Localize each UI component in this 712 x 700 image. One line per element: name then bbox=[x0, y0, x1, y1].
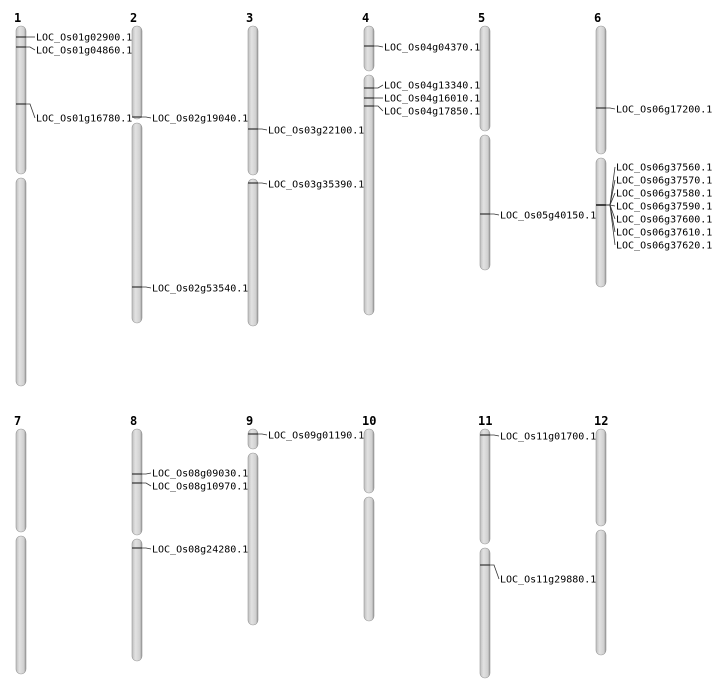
gene-connector bbox=[258, 433, 268, 436]
gene-label: LOC_Os02g53540.1 bbox=[152, 284, 248, 295]
chromosome-short-arm bbox=[131, 428, 143, 536]
chromosome-long-arm bbox=[363, 74, 375, 316]
chromosome-number: 6 bbox=[594, 11, 601, 25]
gene-label: LOC_Os06g37610.1 bbox=[616, 228, 712, 239]
gene-connector bbox=[490, 434, 500, 437]
gene-label: LOC_Os08g24280.1 bbox=[152, 545, 248, 556]
chromosome-long-arm bbox=[363, 496, 375, 622]
gene-label: LOC_Os11g01700.1 bbox=[500, 432, 596, 443]
chromosome-short-arm bbox=[595, 25, 607, 155]
chromosome-long-arm bbox=[15, 535, 27, 675]
chromosome-number: 11 bbox=[478, 414, 492, 428]
chromosome-number: 7 bbox=[14, 414, 21, 428]
chromosome-number: 10 bbox=[362, 414, 376, 428]
chromosome-8: 8LOC_Os08g09030.1LOC_Os08g10970.1LOC_Os0… bbox=[130, 414, 248, 662]
gene-connector bbox=[258, 128, 268, 131]
gene-label: LOC_Os06g37600.1 bbox=[616, 215, 712, 226]
gene-label: LOC_Os02g19040.1 bbox=[152, 114, 248, 125]
gene-label: LOC_Os04g16010.1 bbox=[384, 94, 480, 105]
gene-label: LOC_Os05g40150.1 bbox=[500, 211, 596, 222]
chromosome-short-arm bbox=[247, 25, 259, 176]
chromosome-number: 8 bbox=[130, 414, 137, 428]
chromosome-number: 5 bbox=[478, 11, 485, 25]
gene-label: LOC_Os06g17200.1 bbox=[616, 105, 712, 116]
chromosome-short-arm bbox=[363, 428, 375, 494]
chromosome-number: 9 bbox=[246, 414, 253, 428]
gene-label: LOC_Os06g37620.1 bbox=[616, 241, 712, 252]
gene-connector bbox=[142, 482, 152, 487]
chromosome-number: 4 bbox=[362, 11, 369, 25]
gene-connector bbox=[490, 213, 500, 216]
gene-connector bbox=[374, 105, 384, 112]
chromosome-short-arm bbox=[15, 25, 27, 175]
chromosome-long-arm bbox=[15, 177, 27, 387]
gene-label: LOC_Os04g17850.1 bbox=[384, 107, 480, 118]
chromosome-long-arm bbox=[595, 529, 607, 656]
gene-connector bbox=[490, 564, 500, 580]
gene-label: LOC_Os06g37580.1 bbox=[616, 189, 712, 200]
chromosome-short-arm bbox=[595, 428, 607, 527]
chromosome-7: 7 bbox=[14, 414, 27, 675]
gene-label: LOC_Os06g37560.1 bbox=[616, 163, 712, 174]
chromosome-6: 6LOC_Os06g17200.1LOC_Os06g37560.1LOC_Os0… bbox=[594, 11, 712, 288]
gene-label: LOC_Os01g16780.1 bbox=[36, 114, 132, 125]
gene-connector bbox=[258, 182, 268, 185]
gene-connector bbox=[606, 179, 616, 206]
gene-label: LOC_Os08g09030.1 bbox=[152, 469, 248, 480]
chromosome-long-arm bbox=[247, 452, 259, 626]
chromosome-short-arm bbox=[479, 428, 491, 545]
chromosome-long-arm bbox=[479, 547, 491, 679]
gene-connector bbox=[26, 46, 36, 51]
gene-label: LOC_Os01g02900.1 bbox=[36, 33, 132, 44]
chromosome-short-arm bbox=[131, 25, 143, 120]
gene-label: LOC_Os06g37590.1 bbox=[616, 202, 712, 213]
gene-connector bbox=[142, 472, 152, 475]
chromosome-number: 3 bbox=[246, 11, 253, 25]
chromosome-short-arm bbox=[247, 428, 259, 450]
gene-connector bbox=[606, 107, 616, 110]
chromosome-short-arm bbox=[15, 428, 27, 533]
chromosome-number: 12 bbox=[594, 414, 608, 428]
chromosome-number: 1 bbox=[14, 11, 21, 25]
chromosome-long-arm bbox=[247, 178, 259, 327]
chromosome-long-arm bbox=[595, 157, 607, 288]
gene-label: LOC_Os11g29880.1 bbox=[500, 575, 596, 586]
gene-connector bbox=[374, 84, 384, 89]
chromosome-long-arm bbox=[131, 538, 143, 662]
gene-label: LOC_Os03g22100.1 bbox=[268, 126, 364, 137]
chromosome-short-arm bbox=[479, 25, 491, 132]
gene-label: LOC_Os03g35390.1 bbox=[268, 180, 364, 191]
chromosome-short-arm bbox=[363, 25, 375, 72]
chromosome-12: 12 bbox=[594, 414, 608, 656]
gene-connector bbox=[606, 204, 616, 246]
gene-connector bbox=[142, 116, 152, 119]
chromosome-number: 2 bbox=[130, 11, 137, 25]
gene-connector bbox=[142, 286, 152, 289]
gene-connector bbox=[374, 45, 384, 48]
gene-label: LOC_Os04g13340.1 bbox=[384, 81, 480, 92]
gene-label: LOC_Os08g10970.1 bbox=[152, 482, 248, 493]
chromosome-4: 4LOC_Os04g04370.1LOC_Os04g13340.1LOC_Os0… bbox=[362, 11, 480, 316]
gene-label: LOC_Os09g01190.1 bbox=[268, 431, 364, 442]
gene-label: LOC_Os06g37570.1 bbox=[616, 176, 712, 187]
gene-connector bbox=[26, 103, 36, 119]
gene-label: LOC_Os01g04860.1 bbox=[36, 46, 132, 57]
chromosome-10: 10 bbox=[362, 414, 376, 622]
chromosome-long-arm bbox=[479, 134, 491, 271]
chromosome-long-arm bbox=[131, 122, 143, 324]
chromosome-1: 1LOC_Os01g02900.1LOC_Os01g04860.1LOC_Os0… bbox=[14, 11, 132, 387]
gene-connector bbox=[142, 547, 152, 550]
gene-label: LOC_Os04g04370.1 bbox=[384, 43, 480, 54]
